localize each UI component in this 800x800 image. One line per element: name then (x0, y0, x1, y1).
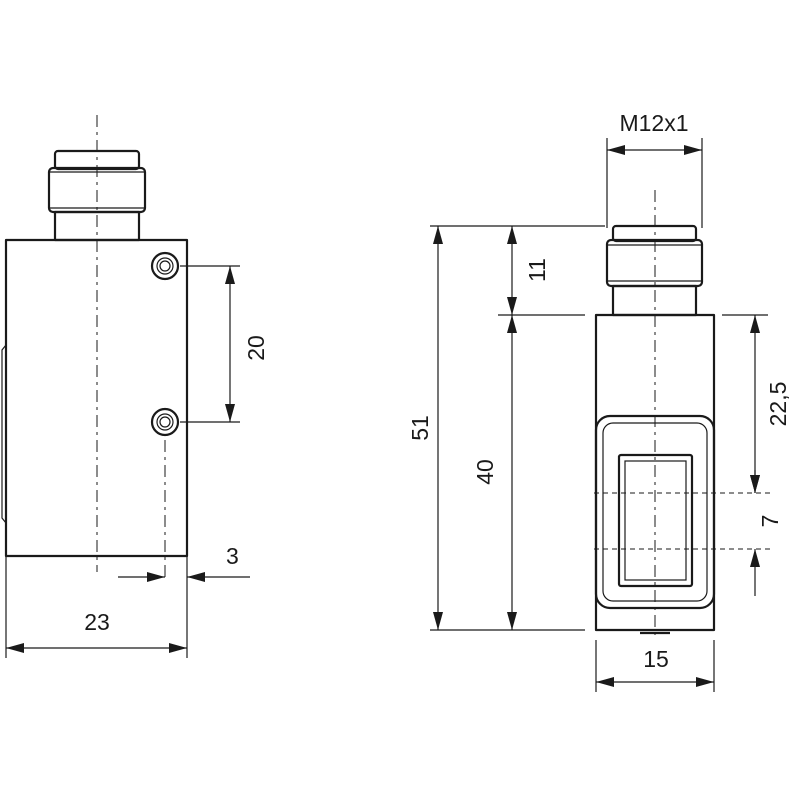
dim-window-offset: 22,5 (765, 382, 791, 427)
side-view: 20 3 23 (1, 115, 269, 658)
lens-window (617, 453, 694, 588)
mounting-hole-top (150, 251, 180, 281)
dim-body-height: 40 (472, 459, 498, 485)
mounting-hole-bottom (150, 407, 180, 437)
front-view: M12x1 51 11 40 22,5 7 (407, 110, 791, 692)
dim-front-width: 15 (643, 646, 669, 672)
dim-gap: 3 (226, 543, 239, 569)
dim-width: 23 (84, 609, 110, 635)
dim-window-height: 7 (757, 515, 783, 528)
dim-total-height: 51 (407, 415, 433, 441)
dim-thread: M12x1 (619, 110, 688, 136)
dim-connector-height: 11 (524, 258, 550, 282)
dim-hole-spacing: 20 (243, 335, 269, 361)
